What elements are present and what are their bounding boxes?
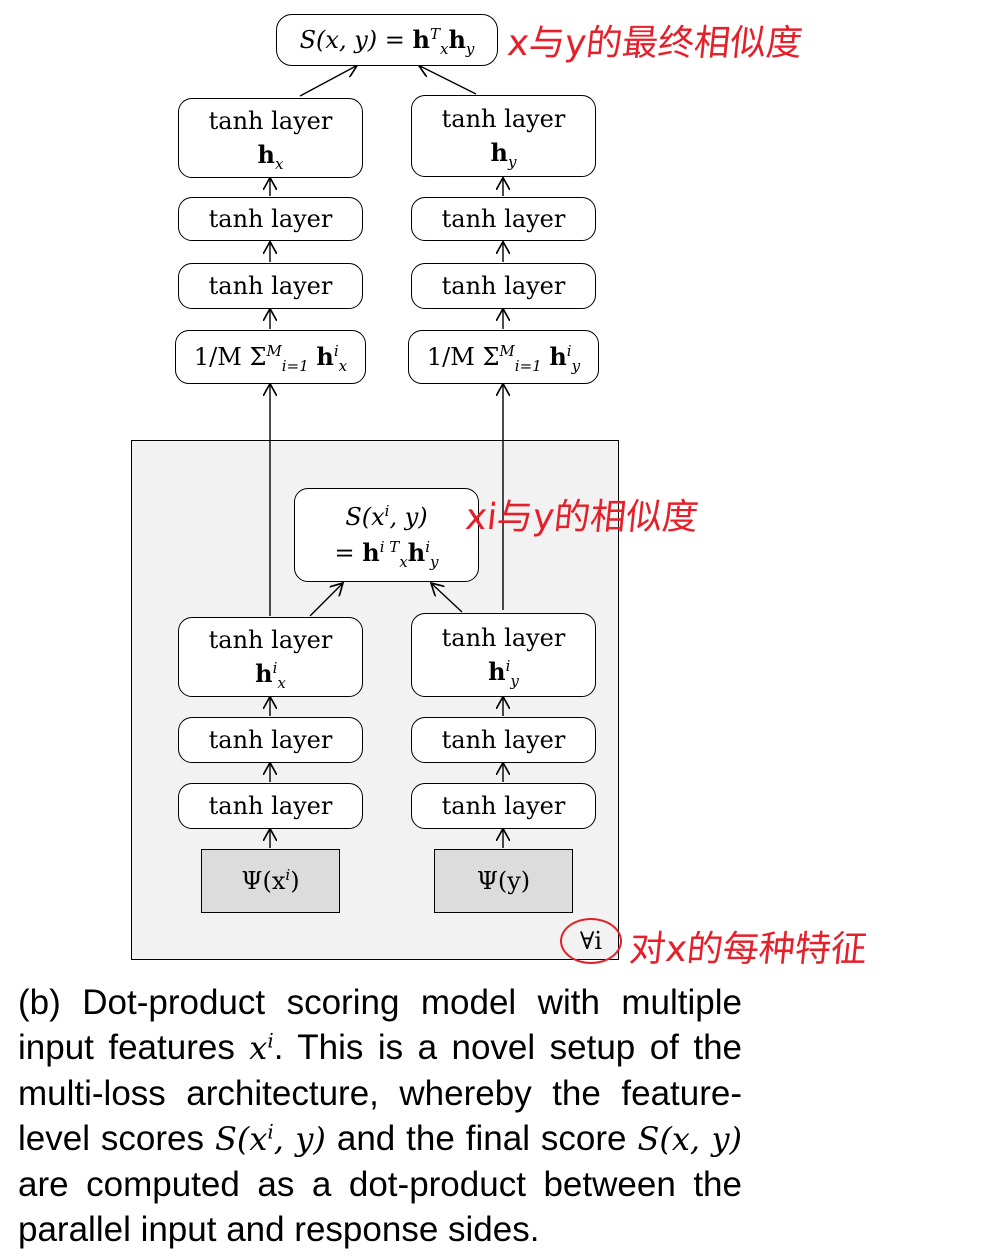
arrow-inner-left-score xyxy=(309,584,342,617)
inner-right-tanh-layer-2: tanh layer xyxy=(411,717,596,763)
inner-right-top-tanh-layer: tanh layer hiy xyxy=(411,613,596,697)
left-top-tanh-layer: tanh layer hx xyxy=(178,98,363,178)
right-average-box: 1/M ΣMi=1 hiy xyxy=(408,330,599,384)
final-score-box: S(x, y) = hTxhy xyxy=(276,14,498,66)
input-feature-psi-x: Ψ(xi) xyxy=(201,849,340,913)
inner-left-tanh-layer-2: tanh layer xyxy=(178,717,363,763)
left-average-box: 1/M ΣMi=1 hix xyxy=(175,330,366,384)
input-psi-y: Ψ(y) xyxy=(434,849,573,913)
hy-symbol: hy xyxy=(490,138,517,171)
left-tanh-layer-3: tanh layer xyxy=(178,263,363,309)
final-score-label: S(x, y) = xyxy=(299,26,413,54)
annotation-feature-similarity: xi与y的相似度 xyxy=(463,497,701,538)
inner-left-tanh-layer-3: tanh layer xyxy=(178,783,363,829)
inner-right-tanh-layer-3: tanh layer xyxy=(411,783,596,829)
hyi-symbol: hiy xyxy=(488,657,519,690)
annotation-each-feature: 对x的每种特征 xyxy=(627,929,870,970)
hxi-symbol: hix xyxy=(255,659,286,692)
inner-left-top-tanh-layer: tanh layer hix xyxy=(178,617,363,697)
forall-i-label: ∀i xyxy=(560,918,622,964)
arrow-inner-right-score xyxy=(432,584,463,613)
right-tanh-layer-2: tanh layer xyxy=(411,197,596,241)
annotation-final-similarity: x与y的最终相似度 xyxy=(505,23,805,64)
left-tanh-layer-2: tanh layer xyxy=(178,197,363,241)
figure-caption: (b) Dot-product scoring model with multi… xyxy=(18,983,743,1249)
right-tanh-layer-3: tanh layer xyxy=(411,263,596,309)
feature-score-box: S(xi, y) = hi Txhiy xyxy=(294,488,479,582)
arrow-right-to-score xyxy=(420,66,477,95)
arrow-left-to-score xyxy=(299,66,356,97)
hx-symbol: hx xyxy=(257,140,284,173)
right-top-tanh-layer: tanh layer hy xyxy=(411,95,596,177)
